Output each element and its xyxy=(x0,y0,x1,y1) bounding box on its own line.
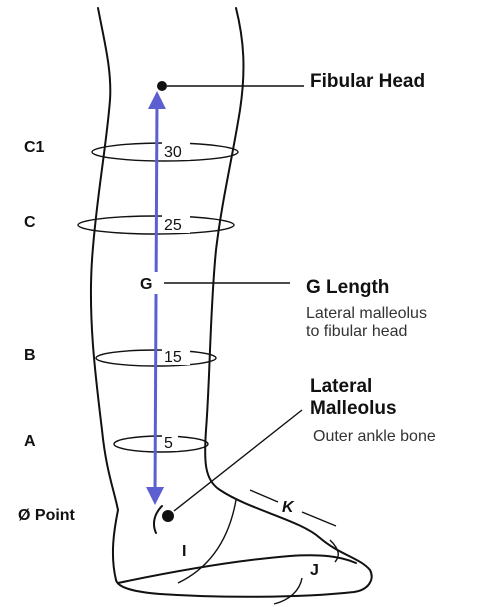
callout-g-length-desc-2: to fibular head xyxy=(306,323,407,340)
label-i: I xyxy=(182,543,186,560)
sole-contour xyxy=(118,555,356,583)
label-c: C xyxy=(24,214,36,231)
ring-a xyxy=(114,436,208,452)
callout-fibular-head: Fibular Head xyxy=(310,71,425,92)
label-a: A xyxy=(24,433,36,450)
callout-lateral-malleolus-1: Lateral xyxy=(310,376,372,397)
label-zero-point: Ø Point xyxy=(18,507,76,524)
fibular-head-point xyxy=(157,81,167,91)
leg-outline xyxy=(91,8,372,597)
label-g: G xyxy=(140,276,152,293)
ring-j-lower xyxy=(274,578,302,604)
g-length-arrow xyxy=(155,100,157,496)
measurement-30: 30 xyxy=(164,144,182,161)
callout-g-length-title: G Length xyxy=(306,277,389,298)
callout-lateral-malleolus-2: Malleolus xyxy=(310,398,397,419)
measurement-15: 15 xyxy=(164,349,182,366)
ankle-bone-arc xyxy=(154,506,162,533)
measurement-5: 5 xyxy=(164,435,173,452)
ring-j-upper xyxy=(330,540,338,562)
label-k: K xyxy=(282,499,295,516)
label-c1: C1 xyxy=(24,139,45,156)
label-j: J xyxy=(310,562,319,579)
measurement-25: 25 xyxy=(164,217,182,234)
k-leader-right xyxy=(302,512,336,526)
label-b: B xyxy=(24,347,36,364)
zero-point-dot xyxy=(162,510,174,522)
leg-back-contour xyxy=(91,8,118,580)
k-leader-left xyxy=(250,490,278,502)
callout-g-length-desc-1: Lateral malleolus xyxy=(306,305,427,322)
lateral-malleolus-leader xyxy=(174,410,302,511)
callout-outer-ankle: Outer ankle bone xyxy=(313,428,436,445)
leg-front-contour xyxy=(116,8,372,597)
